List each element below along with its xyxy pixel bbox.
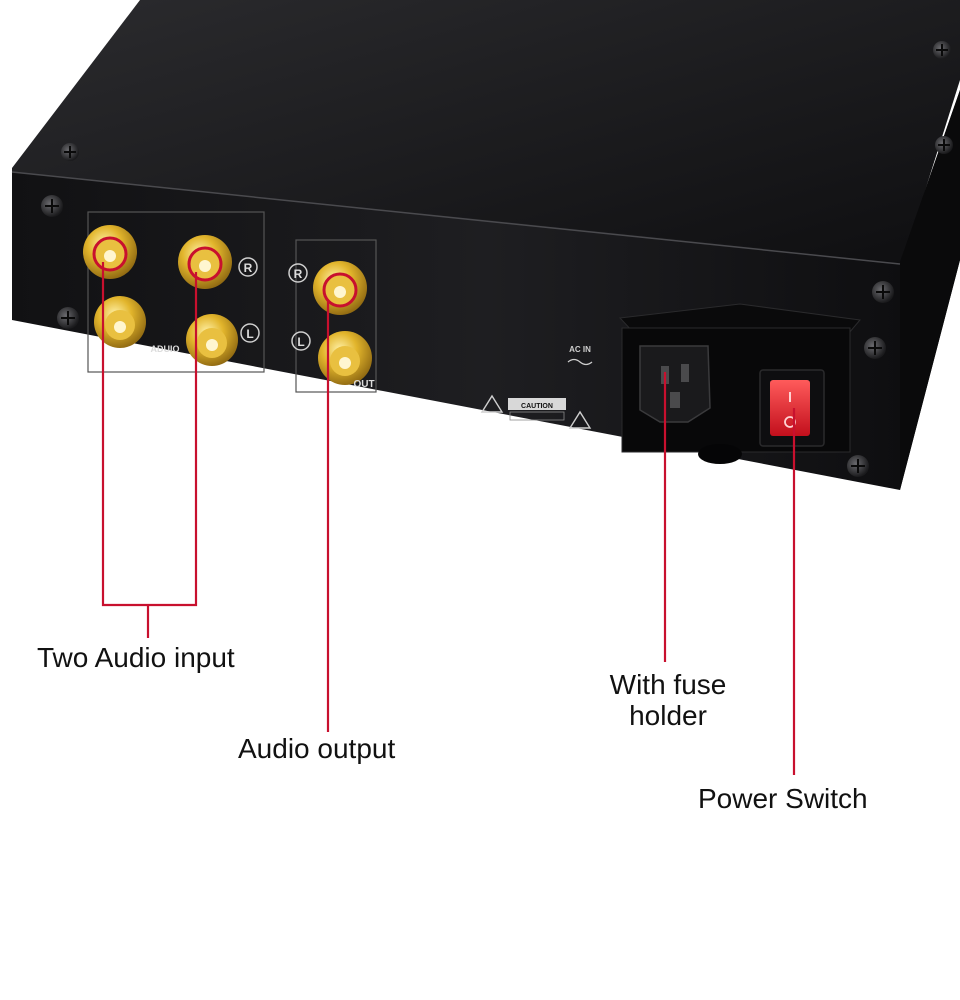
rca-jack-input-2-right bbox=[178, 235, 232, 289]
rca-jack-input-2-left bbox=[186, 314, 238, 366]
output-right-label: R bbox=[294, 267, 303, 281]
output-left-label: L bbox=[297, 335, 304, 349]
iec-power-inlet bbox=[639, 345, 711, 423]
callout-fuse-line2: holder bbox=[629, 700, 707, 731]
power-switch bbox=[759, 369, 825, 447]
input-group-label: ADUIO bbox=[151, 344, 180, 354]
ac-in-label: AC IN bbox=[569, 345, 591, 354]
callout-audio-output: Audio output bbox=[238, 733, 396, 764]
rubber-foot bbox=[698, 444, 742, 464]
chassis-top bbox=[12, 0, 960, 270]
input-right-label: R bbox=[244, 261, 253, 275]
rca-jack-output-left bbox=[318, 331, 372, 385]
chassis-side bbox=[900, 90, 960, 490]
caution-label: CAUTION bbox=[480, 394, 592, 429]
rca-jack-input-1-left bbox=[94, 296, 146, 348]
rca-jack-input-1-right bbox=[83, 225, 137, 279]
input-left-label: L bbox=[246, 327, 253, 341]
output-group-label: OUT bbox=[353, 379, 374, 390]
input-panel-outline bbox=[87, 211, 265, 373]
callout-fuse-line1: With fuse bbox=[609, 669, 727, 700]
callout-lines bbox=[101, 262, 796, 775]
caution-text: CAUTION bbox=[521, 403, 553, 410]
callout-line-inputs bbox=[101, 262, 198, 607]
callout-two-audio-input: Two Audio input bbox=[37, 642, 235, 673]
output-panel-outline bbox=[295, 239, 377, 393]
rca-jack-output-right bbox=[313, 261, 367, 315]
callout-power-switch: Power Switch bbox=[698, 783, 868, 814]
callout-fuse-holder: With fuse holder bbox=[590, 669, 746, 731]
